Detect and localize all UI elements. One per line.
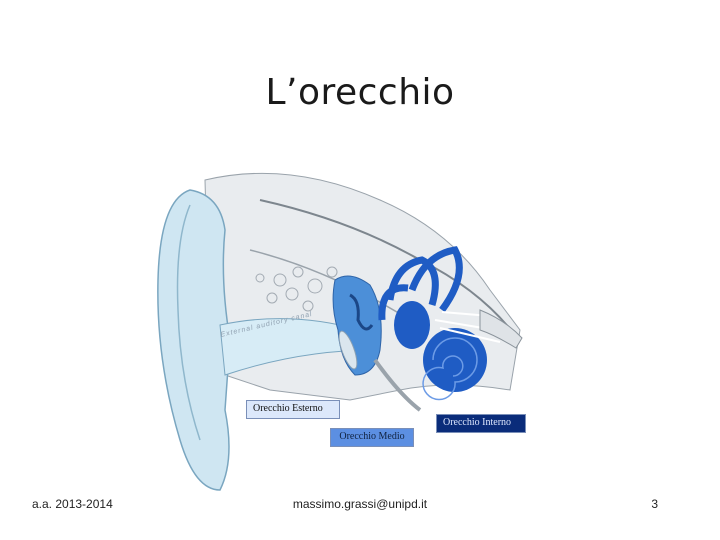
vestibule bbox=[394, 301, 430, 349]
ear-anatomy-drawing bbox=[150, 160, 530, 500]
middle-ear-label: Orecchio Medio bbox=[330, 428, 414, 447]
footer-page-number: 3 bbox=[651, 497, 658, 511]
auricle bbox=[158, 190, 230, 490]
ear-anatomy-figure: External auditory canal Orecchio Esterno… bbox=[150, 160, 530, 500]
inner-ear-label: Orecchio Interno bbox=[436, 414, 526, 433]
external-ear-label: Orecchio Esterno bbox=[246, 400, 340, 419]
slide-title: L’orecchio bbox=[0, 72, 720, 113]
footer-email: massimo.grassi@unipd.it bbox=[0, 497, 720, 511]
